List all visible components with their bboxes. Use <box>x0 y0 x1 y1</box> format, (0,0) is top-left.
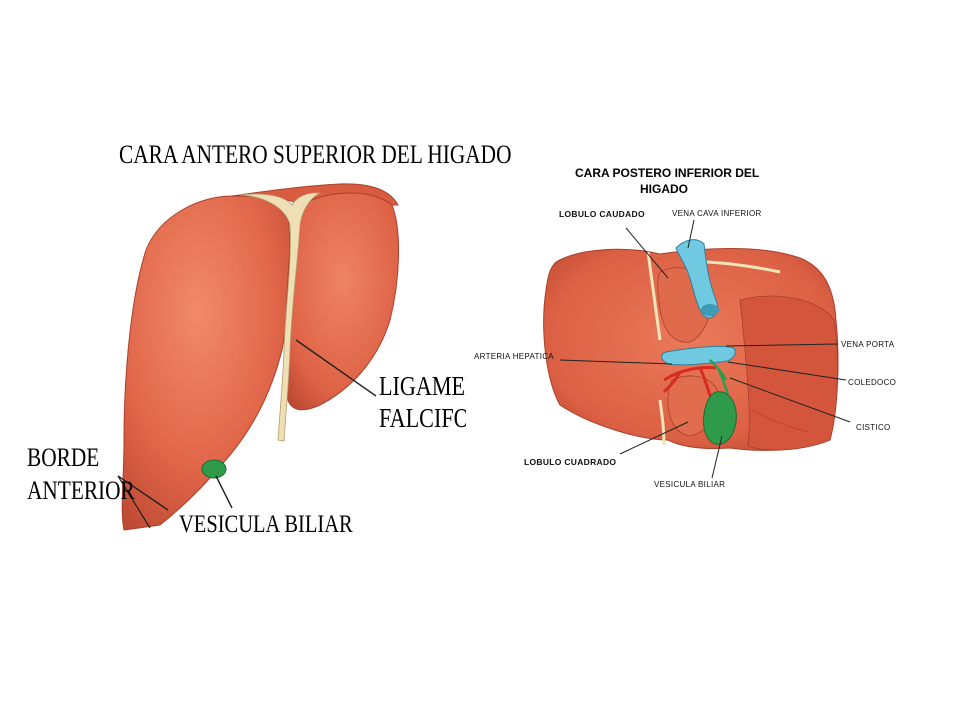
leader-vena-porta <box>725 343 839 347</box>
label-vesicula-biliar-right: VESICULA BILIAR <box>654 480 726 489</box>
leader-arteria-hepatica <box>559 359 673 365</box>
label-cistico: CISTICO <box>856 423 891 432</box>
borde-label-line1: BORDE <box>27 443 100 472</box>
label-coledoco: COLEDOCO <box>848 378 897 387</box>
vesicula-label-left: VESICULA BILIAR <box>179 511 353 538</box>
liver-posterior-right-lobe <box>739 295 838 451</box>
ligament-label-clip: LIGAMENTO FALCIFORME <box>376 372 466 442</box>
leader-vesicula-right <box>711 435 723 479</box>
borde-label-line2: ANTERIOR <box>27 476 135 505</box>
leader-vesicula-left <box>215 475 233 509</box>
gallbladder-fold <box>751 409 811 433</box>
label-vena-cava: VENA CAVA INFERIOR <box>672 209 762 218</box>
leader-borde-b <box>117 475 151 529</box>
label-arteria-hepatica: ARTERIA HEPATICA <box>474 352 554 361</box>
falciform-ligament <box>239 192 322 442</box>
ligamentum-venosum <box>646 251 666 446</box>
gallbladder-tip-anterior <box>201 459 227 479</box>
right-panel-title-line1: CARA POSTERO INFERIOR DEL <box>575 166 760 180</box>
label-vena-porta: VENA PORTA <box>841 340 895 349</box>
leader-lobulo-cuadrado <box>619 421 689 455</box>
leader-vena-cava <box>687 219 695 249</box>
vena-porta <box>661 345 736 366</box>
ligament-label-line2: FALCIFORME <box>379 403 466 433</box>
ligament-label-line1: LIGAMENTO <box>379 372 466 401</box>
conducto-coledoco <box>709 359 730 395</box>
leader-lobulo-caudado <box>625 227 669 279</box>
vesicula-biliar-posterior <box>703 391 737 445</box>
leader-cistico <box>729 377 851 423</box>
left-panel-title: CARA ANTERO SUPERIOR DEL HIGADO <box>119 140 512 169</box>
leader-borde <box>117 475 169 511</box>
vena-cava-opening <box>701 304 719 316</box>
leader-ligament <box>295 339 377 397</box>
leader-coledoco <box>727 361 847 381</box>
label-lobulo-caudado: LOBULO CAUDADO <box>559 209 645 219</box>
right-panel-title-line2: HIGADO <box>640 182 688 196</box>
label-lobulo-cuadrado: LOBULO CUADRADO <box>524 457 617 467</box>
